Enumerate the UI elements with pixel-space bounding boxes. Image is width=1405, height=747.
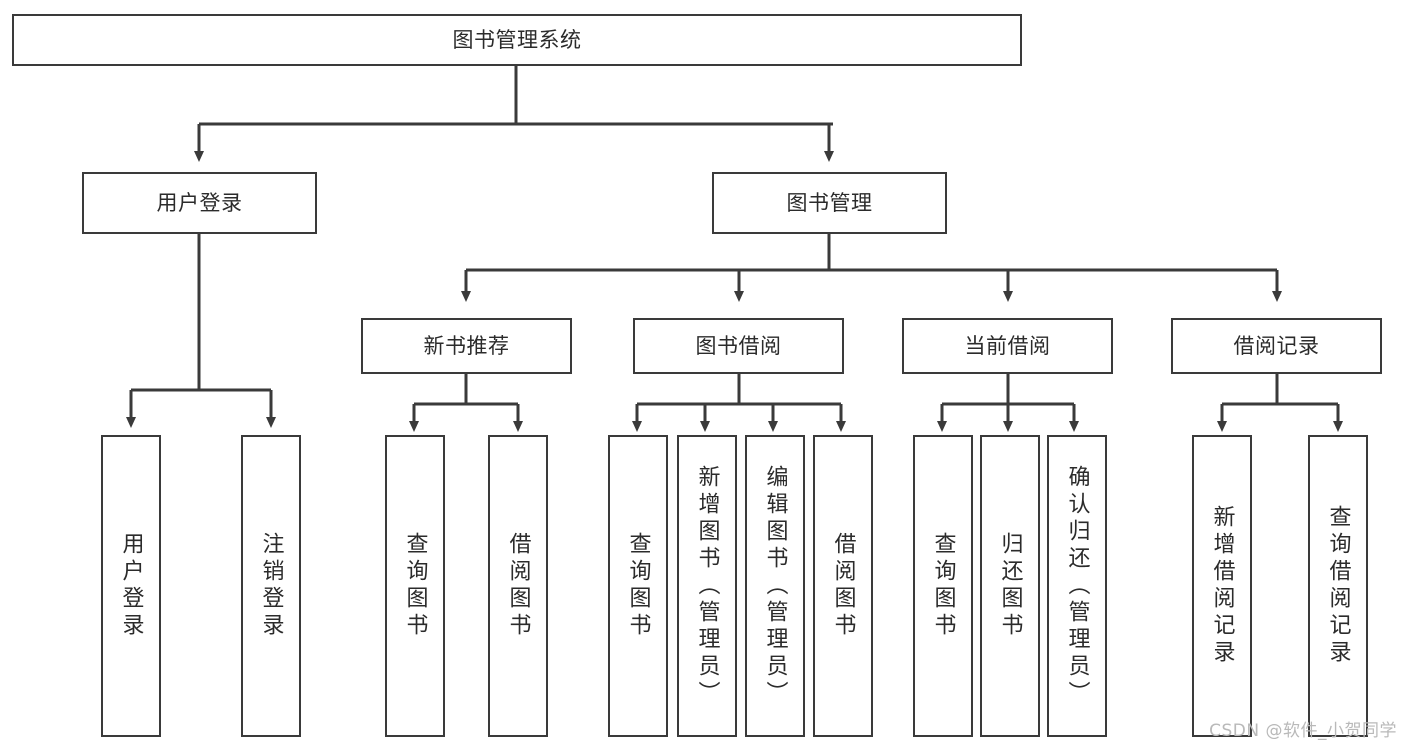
leaf-borrow-book[interactable]: 借阅图书 bbox=[813, 435, 873, 737]
leaf-borrow-book-recommend[interactable]: 借阅图书 bbox=[488, 435, 548, 737]
leaf-confirm-return-admin[interactable]: 确认归还（管理员） bbox=[1047, 435, 1107, 737]
leaf-return-book[interactable]: 归还图书 bbox=[980, 435, 1040, 737]
node-label: 查询图书 bbox=[930, 532, 956, 640]
node-label: 当前借阅 bbox=[964, 333, 1051, 358]
node-label: 新书推荐 bbox=[423, 333, 510, 358]
leaf-query-book-recommend[interactable]: 查询图书 bbox=[385, 435, 445, 737]
leaf-logout[interactable]: 注销登录 bbox=[241, 435, 301, 737]
node-borrow-record[interactable]: 借阅记录 bbox=[1171, 318, 1382, 374]
node-label: 查询借阅记录 bbox=[1325, 505, 1351, 667]
leaf-add-borrow-record[interactable]: 新增借阅记录 bbox=[1192, 435, 1252, 737]
node-label: 注销登录 bbox=[258, 532, 284, 640]
watermark: CSDN @软件_小贺同学 bbox=[1209, 721, 1397, 741]
node-user-login[interactable]: 用户登录 bbox=[82, 172, 317, 234]
node-root[interactable]: 图书管理系统 bbox=[12, 14, 1022, 66]
node-label: 新增借阅记录 bbox=[1209, 505, 1235, 667]
node-label: 图书借阅 bbox=[695, 333, 782, 358]
node-label: 借阅记录 bbox=[1233, 333, 1320, 358]
node-label: 借阅图书 bbox=[505, 532, 531, 640]
node-new-book-recommend[interactable]: 新书推荐 bbox=[361, 318, 572, 374]
node-label: 用户登录 bbox=[156, 190, 243, 215]
leaf-query-book-current[interactable]: 查询图书 bbox=[913, 435, 973, 737]
leaf-query-book-borrow[interactable]: 查询图书 bbox=[608, 435, 668, 737]
node-label: 图书管理系统 bbox=[452, 27, 582, 52]
node-label: 新增图书（管理员） bbox=[694, 464, 720, 708]
leaf-add-book-admin[interactable]: 新增图书（管理员） bbox=[677, 435, 737, 737]
node-label: 借阅图书 bbox=[830, 532, 856, 640]
node-label: 用户登录 bbox=[118, 532, 144, 640]
node-book-management[interactable]: 图书管理 bbox=[712, 172, 947, 234]
node-label: 查询图书 bbox=[625, 532, 651, 640]
node-book-borrow[interactable]: 图书借阅 bbox=[633, 318, 844, 374]
leaf-edit-book-admin[interactable]: 编辑图书（管理员） bbox=[745, 435, 805, 737]
node-label: 编辑图书（管理员） bbox=[762, 464, 788, 708]
node-label: 确认归还（管理员） bbox=[1064, 464, 1090, 708]
leaf-query-borrow-record[interactable]: 查询借阅记录 bbox=[1308, 435, 1368, 737]
leaf-user-login[interactable]: 用户登录 bbox=[101, 435, 161, 737]
node-label: 查询图书 bbox=[402, 532, 428, 640]
node-label: 归还图书 bbox=[997, 532, 1023, 640]
node-label: 图书管理 bbox=[786, 190, 873, 215]
node-current-borrow[interactable]: 当前借阅 bbox=[902, 318, 1113, 374]
